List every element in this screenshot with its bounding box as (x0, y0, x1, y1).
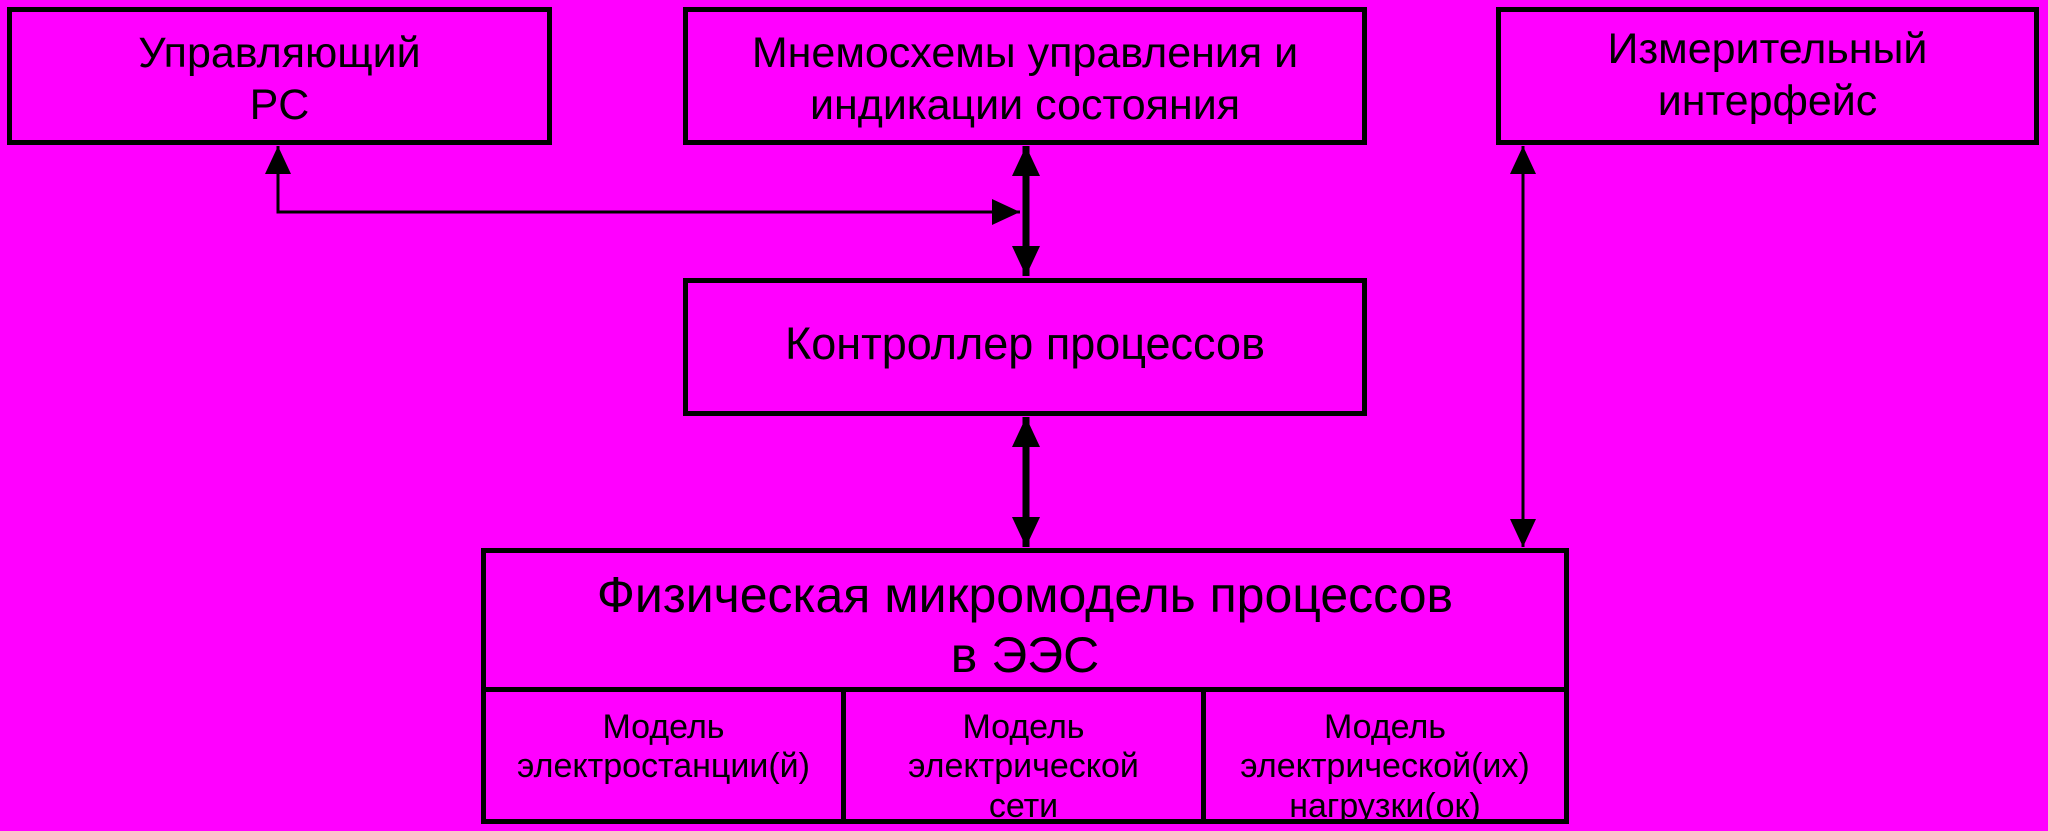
control-pc-label: Управляющий PC (12, 28, 547, 131)
label-line: Измерительный (1607, 25, 1928, 73)
mnemonic-block: Мнемосхемы управления и индикации состоя… (683, 7, 1367, 145)
label-line: Физическая микромодель процессов (596, 567, 1454, 623)
label-line: Контроллер процессов (785, 318, 1265, 369)
electric-network-model-cell: Модель электрической сети (846, 687, 1206, 826)
physical-micromodel-title: Физическая микромодель процессов в ЭЭС (486, 565, 1564, 685)
process-controller-label: Контроллер процессов (688, 317, 1362, 371)
label-line: Управляющий (138, 29, 421, 77)
label-line: интерфейс (1657, 76, 1878, 125)
label-line: электрической (908, 747, 1139, 786)
measurement-interface-label: Измерительный интерфейс (1501, 24, 2034, 127)
label-line: в ЭЭС (950, 627, 1100, 683)
label-line: PC (249, 80, 310, 129)
label-line: Модель (962, 708, 1085, 746)
label-line: Модель (602, 708, 725, 746)
process-controller-block: Контроллер процессов (683, 278, 1367, 416)
arrow-pc-to-bus (265, 146, 1020, 225)
label-line: электростанции(й) (517, 747, 810, 786)
label-line: Мнемосхемы управления и (751, 29, 1299, 77)
mnemonic-label: Мнемосхемы управления и индикации состоя… (688, 28, 1362, 131)
label-line: нагрузки(ок) (1289, 786, 1481, 825)
label-line: Модель (1323, 708, 1447, 746)
physical-micromodel-block: Физическая микромодель процессов в ЭЭС М… (481, 548, 1569, 826)
electric-load-model-cell: Модель электрической(их) нагрузки(ок) (1206, 687, 1564, 826)
electric-network-model-label: Модель электрической сети (846, 708, 1201, 826)
label-line: индикации состояния (809, 80, 1241, 129)
label-line: сети (988, 786, 1059, 825)
control-pc-block: Управляющий PC (7, 7, 552, 145)
electric-load-model-label: Модель электрической(их) нагрузки(ок) (1206, 708, 1564, 826)
power-station-model-cell: Модель электростанции(й) (486, 687, 846, 824)
label-line: электрической(их) (1240, 747, 1530, 786)
measurement-interface-block: Измерительный интерфейс (1496, 7, 2039, 145)
power-station-model-label: Модель электростанции(й) (486, 708, 841, 787)
